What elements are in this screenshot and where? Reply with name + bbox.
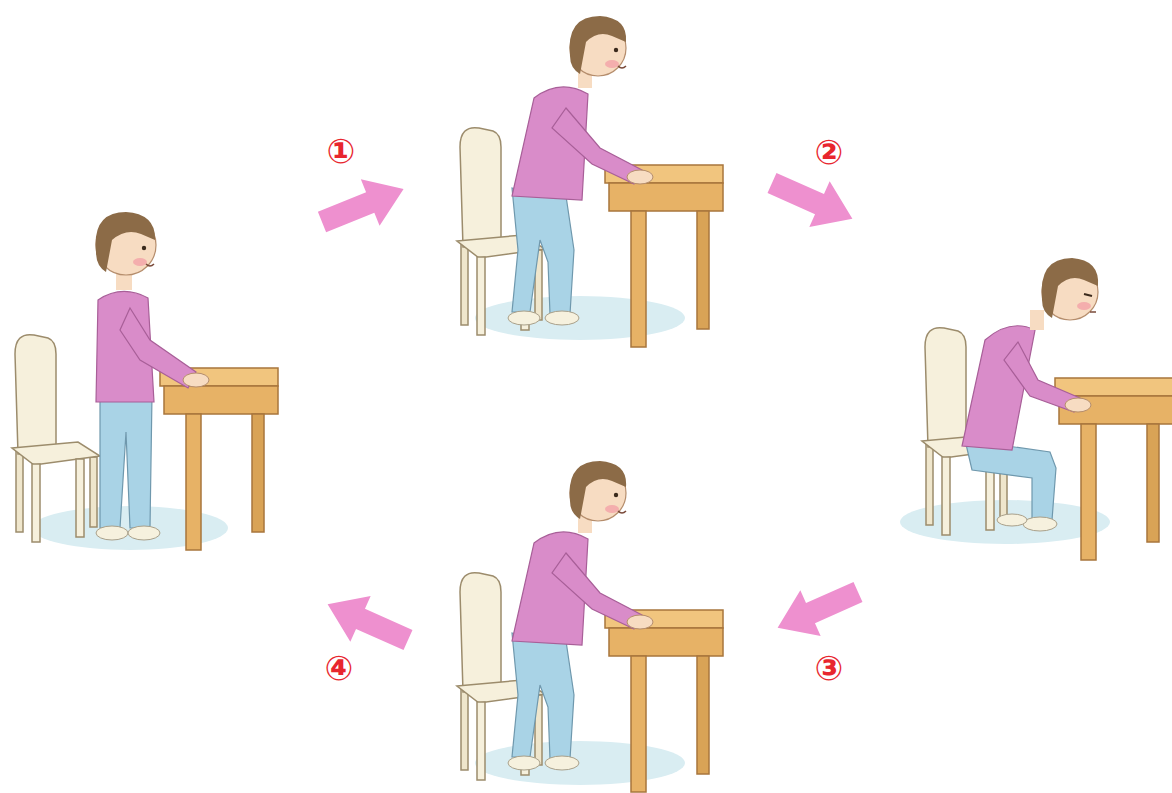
standing-pose-part — [100, 395, 152, 528]
standing-pose-part — [133, 258, 147, 266]
standing-pose-part — [160, 368, 278, 550]
seated-pose-part — [1065, 398, 1091, 412]
standing-pose-part — [96, 212, 155, 272]
step-number: ① — [327, 134, 356, 168]
standing-pose-part — [128, 526, 160, 540]
step-number: ③ — [815, 651, 844, 685]
standing-pose-part — [183, 373, 209, 387]
step-number: ④ — [325, 651, 354, 685]
standing-pose-part — [12, 335, 100, 542]
flow-arrow — [767, 569, 868, 650]
standing-pose — [12, 212, 278, 550]
seated-pose-part — [1042, 258, 1099, 318]
standing-pose-part — [96, 526, 128, 540]
standing-pose-part — [146, 264, 154, 266]
flow-arrow — [313, 166, 413, 245]
standing-pose-part — [142, 246, 146, 250]
seated-pose-part — [1077, 302, 1091, 310]
seated-pose-part — [965, 440, 1056, 520]
seated-pose-part — [1055, 378, 1172, 560]
step-number: ② — [815, 135, 844, 169]
flow-arrows — [313, 160, 869, 663]
seated-pose-part — [997, 514, 1027, 526]
seated-pose-part — [1030, 310, 1044, 330]
flow-arrow — [762, 160, 863, 241]
half-squat-pose — [457, 461, 723, 792]
seated-pose — [900, 258, 1172, 560]
half-squat-pose — [457, 16, 723, 347]
seated-pose-part — [1023, 517, 1057, 531]
seated-pose-part — [1090, 311, 1096, 313]
seated-pose-part — [1084, 294, 1092, 296]
